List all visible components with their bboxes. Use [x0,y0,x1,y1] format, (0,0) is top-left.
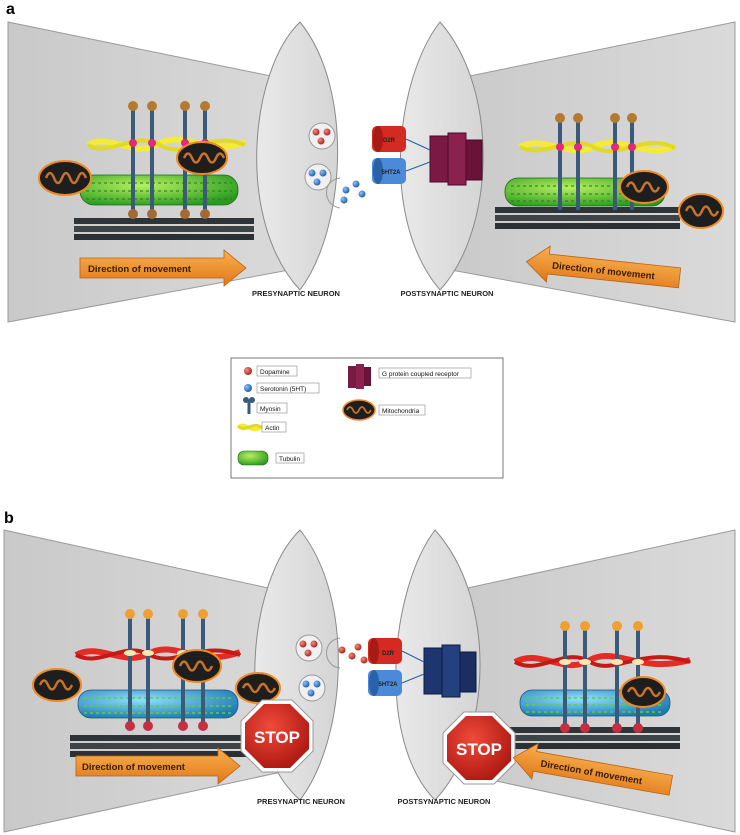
serotonin-vesicle [304,163,332,191]
dopamine-icon [244,367,252,375]
svg-text:D2R: D2R [383,138,396,144]
panel-b-letter: b [4,510,14,527]
presynaptic-cytoskeleton [38,101,254,240]
microtubule-bundle [70,735,260,757]
svg-text:Direction of movement: Direction of movement [88,264,192,275]
5ht2a-receptor: 5HT2A [368,670,402,696]
stop-sign-left: STOP [240,699,314,773]
direction-arrow-right: Direction of movement [525,245,682,289]
legend-label-mitochondria: Mitochondria [382,408,420,415]
presynaptic-label: PRESYNAPTIC NEURON [257,797,345,806]
myosin-icon [243,397,255,414]
mitochondria-icon [678,193,724,229]
microtubule-bundle [495,207,680,229]
gpcr-icon [348,364,371,389]
legend-label-tubulin: Tubulin [279,456,300,463]
svg-text:Direction of movement: Direction of movement [82,762,186,773]
dopamine-vesicle [295,634,323,662]
fusing-vesicle [326,177,341,209]
legend-label-actin: Actin [265,425,280,432]
legend-label-gpcr: G protein coupled receptor [382,371,460,378]
gpcr-icon [423,644,477,698]
postsynaptic-cytoskeleton [495,621,691,749]
mitochondria-icon [172,649,222,683]
direction-arrow-left: Direction of movement [79,249,247,287]
legend-label-dopamine: Dopamine [260,369,290,376]
svg-text:STOP: STOP [254,728,300,747]
svg-text:D2R: D2R [382,651,395,657]
panel-a: a D2R 5HT2A [6,1,736,323]
presynaptic-label: PRESYNAPTIC NEURON [252,289,340,298]
myosin-stalks [559,621,644,733]
tubulin-icon [237,450,269,466]
mitochondria-icon [619,170,669,204]
svg-text:5HT2A: 5HT2A [378,682,398,688]
fusing-vesicle [326,637,341,669]
stop-sign-right: STOP [442,711,516,785]
legend-label-serotonin: Serotonin (5HT) [260,386,306,393]
postsynaptic-label: POSTSYNAPTIC NEURON [401,289,494,298]
mitochondria-icon [235,672,281,704]
5ht2a-receptor: 5HT2A [372,158,406,184]
d2r-receptor: D2R [372,126,406,152]
gpcr-icon [429,132,483,186]
serotonin-icon [244,384,252,392]
serotonin-vesicle [298,674,326,702]
mitochondria-icon [32,668,82,702]
legend-label-myosin: Myosin [260,406,281,413]
tubulin-filament [79,174,239,206]
direction-arrow-left: Direction of movement [75,747,241,785]
d2r-receptor: D2R [368,638,402,664]
svg-text:5HT2A: 5HT2A [381,170,401,176]
postsynaptic-label: POSTSYNAPTIC NEURON [398,797,491,806]
mitochondria-icon [342,399,376,421]
released-dopamine [338,643,368,664]
postsynaptic-cytoskeleton [495,113,724,229]
presynaptic-cytoskeleton [32,609,281,757]
myosin-stalks [555,113,637,210]
legend: Dopamine Serotonin (5HT) Myosin Actin Tu… [230,357,504,479]
mitochondria-icon [38,160,92,196]
panel-b: b D2R 5HT2A [3,510,736,833]
panel-a-letter: a [6,1,15,18]
presynaptic-terminal [256,21,338,291]
mitochondria-icon [176,141,228,175]
svg-text:STOP: STOP [456,740,502,759]
tubulin-filament [77,689,239,719]
mitochondria-icon [620,676,666,708]
microtubule-bundle [74,218,254,240]
released-serotonin [340,180,366,204]
actin-icon [236,423,264,432]
dopamine-vesicle [308,122,336,150]
actin-filament [518,139,677,154]
